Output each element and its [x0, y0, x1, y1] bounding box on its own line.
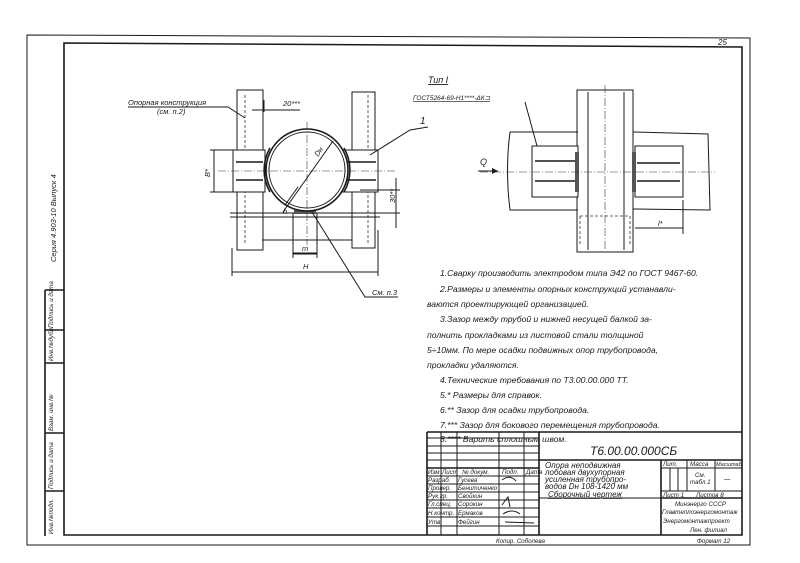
dim-30: 30** — [388, 188, 397, 203]
plan-view: Тип I ГОСТ5264-69-Н1****-ΔК⊐ Q l* — [413, 75, 715, 253]
see-note-3: См. п.3 — [372, 288, 398, 297]
title-line: Опора неподвижная — [545, 461, 621, 470]
note-3-cont-3: прокладки удаляются. — [427, 360, 519, 370]
org-line: Минэнерго СССР — [675, 501, 727, 508]
title-line: Сборочный чертеж — [548, 490, 622, 499]
note-3-cont-1: полнить прокладками из листовой стали то… — [427, 330, 644, 340]
load-q: Q — [480, 157, 487, 167]
technical-notes: 1.Сварку производить электродом типа Э42… — [427, 268, 698, 444]
dim-H: H — [303, 262, 309, 271]
header-date: Дата — [525, 469, 543, 476]
lit-label: Лит. — [662, 461, 678, 468]
note-7: 7.*** Зазор для бокового перемещения тру… — [440, 420, 660, 430]
type-label: Тип I — [428, 75, 449, 85]
role: Утв. — [427, 519, 442, 526]
weld-spec: ГОСТ5264-69-Н1****-ΔК⊐ — [413, 95, 491, 102]
org-line: Главтеплоэнергомонтаж — [662, 509, 738, 516]
role: Н.контр. — [428, 510, 454, 517]
sheets-total: Листов 8 — [695, 492, 724, 499]
inner-frame — [63, 42, 743, 536]
person-name: Бенитиченко — [458, 485, 498, 492]
org-line: Энергомонтажпроект — [663, 518, 730, 525]
stamp-inv-orig: Инв.№подл. — [48, 499, 55, 534]
role: Гл.спец. — [428, 501, 452, 508]
section-view: Опорная конструкция (см. п.2) 20*** 1 В*… — [128, 89, 429, 298]
support-structure-ref: (см. п.2) — [157, 107, 186, 116]
dim-h-small: h — [283, 207, 287, 216]
note-1: 1.Сварку производить электродом типа Э42… — [440, 268, 698, 278]
dim-dn: Dн — [312, 145, 325, 158]
header-sheet: Лист — [441, 469, 458, 476]
mass-label: Масса — [690, 461, 709, 468]
person-name: Сорокин — [458, 501, 483, 508]
stamp-inv-dup: Инв.№дубл. — [48, 326, 55, 361]
person-name: Свойкин — [458, 493, 483, 500]
scale-value: — — [723, 476, 731, 483]
note-2-cont: ваются проектирующей организацией. — [427, 299, 589, 309]
sheet-number: Лист 1 — [662, 492, 684, 499]
org-line: Лен. филиал — [689, 527, 727, 534]
note-3-cont-2: 5÷10мм. По мере осадки подвижных опор тр… — [427, 345, 658, 355]
note-4: 4.Технические требования по Т3.00.00.000… — [440, 375, 629, 385]
outer-frame — [26, 34, 751, 546]
title-block: Т6.00.00.000СБ Изм Лист № докум. Подп. Д… — [426, 431, 743, 535]
dim-b: В* — [203, 168, 212, 177]
header-signature: Подп. — [502, 469, 518, 476]
person-name: Ермаков — [458, 510, 484, 517]
role: Рук.гр. — [428, 493, 448, 500]
dim-l: l* — [658, 219, 664, 228]
dim-m: m — [302, 244, 308, 253]
title-line: усиленная трубопро- — [544, 475, 626, 484]
page-number: 25 — [717, 38, 727, 47]
mass-value: См. — [695, 472, 705, 479]
support-structure-label: Опорная конструкция — [128, 98, 206, 107]
item-1-label: 1 — [420, 116, 426, 127]
note-3: 3.Зазор между трубой и нижней несущей ба… — [440, 314, 652, 324]
header-doc-no: № докум. — [462, 469, 489, 476]
mass-value-ref: табл.1 — [690, 479, 711, 486]
series-label: Серия 4.903-10 Выпуск 4 — [49, 174, 58, 262]
copied-by: Копир. Соболева — [496, 538, 546, 545]
title-line: лобовая двухупорная — [544, 468, 625, 477]
note-5: 5.* Размеры для справок. — [440, 390, 542, 400]
side-stamp: Инв.№подл. Подпись и дата Взам. инв.№ Ин… — [44, 174, 64, 536]
note-6: 6.** Зазор для осадки трубопровода. — [440, 405, 589, 415]
stamp-sign-date-1: Подпись и дата — [48, 442, 55, 489]
header-change: Изм — [428, 469, 440, 476]
role: Провер. — [428, 485, 451, 492]
person-name: Гусева — [458, 477, 478, 484]
note-2: 2.Размеры и элементы опорных конструкций… — [439, 284, 676, 294]
scale-label: Масштаб — [716, 462, 743, 468]
gap-top-dim: 20*** — [282, 99, 301, 108]
role: Разраб. — [428, 477, 450, 484]
note-8: 8.**** Варить сплошным швом. — [440, 434, 567, 444]
doc-number: Т6.00.00.000СБ — [590, 444, 677, 458]
stamp-sign-date-2: Подпись и дата — [48, 281, 55, 328]
stamp-replace-inv: Взам. инв.№ — [48, 394, 55, 431]
title-line: водов Dн 108-1420 мм — [545, 482, 629, 491]
person-name: Фейгин — [458, 519, 480, 526]
format-label: Формат 12 — [697, 538, 731, 545]
